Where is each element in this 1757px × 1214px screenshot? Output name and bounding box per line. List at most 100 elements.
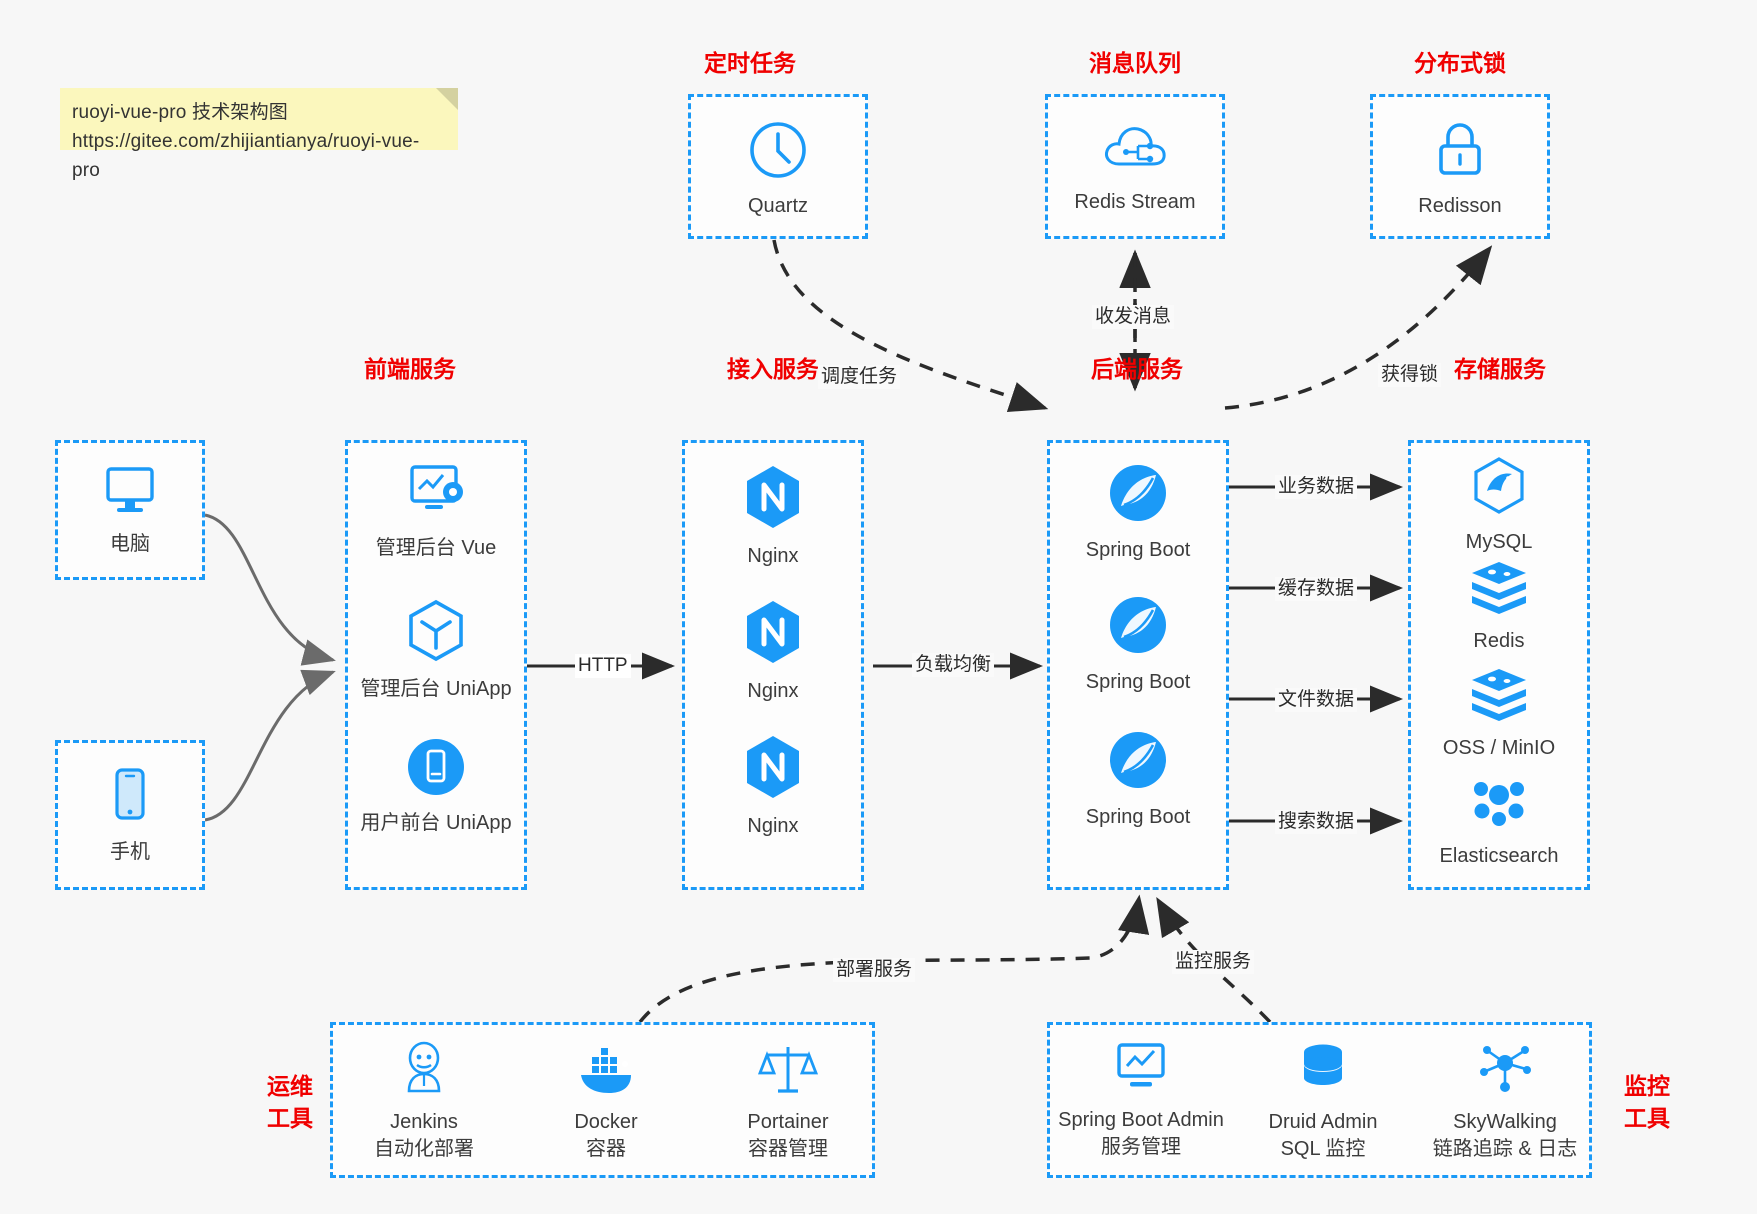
group-box-lock: Redisson [1370, 94, 1550, 239]
node-springboot-2[interactable]: Spring Boot [1050, 593, 1226, 696]
nginx-icon [742, 598, 804, 671]
group-title-gateway: 接入服务 [727, 356, 819, 382]
node-oss-minio[interactable]: OSS / MinIO [1411, 665, 1587, 762]
note-fold-icon [436, 88, 458, 110]
nginx-icon [742, 463, 804, 536]
group-title-devops-line2: 工具 [267, 1105, 313, 1131]
node-nginx-1[interactable]: Nginx [685, 463, 861, 570]
node-skywalking[interactable]: SkyWalking 链路追踪 & 日志 [1414, 1039, 1596, 1163]
edge-label-monitor-service: 监控服务 [1172, 950, 1255, 974]
node-label: Elasticsearch [1439, 845, 1559, 867]
cube-icon [405, 598, 467, 669]
spring-boot-icon [1106, 461, 1170, 530]
oss-icon [1468, 665, 1530, 728]
node-admin-uniapp[interactable]: 管理后台 UniApp [348, 598, 524, 703]
phone-icon [104, 765, 156, 832]
node-label: Spring Boot [1085, 806, 1191, 828]
node-label: Docker [574, 1111, 638, 1133]
group-box-monitor: Spring Boot Admin 服务管理 Druid Admin SQL 监… [1047, 1022, 1592, 1178]
node-label: Jenkins [390, 1111, 458, 1133]
group-title-monitor: 监控 工具 [1612, 1070, 1682, 1134]
node-label: 管理后台 UniApp [360, 678, 512, 700]
node-elasticsearch[interactable]: Elasticsearch [1411, 773, 1587, 870]
group-box-frontend: 管理后台 Vue 管理后台 UniApp 用户前台 UniApp [345, 440, 527, 890]
group-title-devops: 运维 工具 [255, 1070, 325, 1134]
skywalking-icon [1474, 1039, 1536, 1102]
jenkins-icon [395, 1039, 453, 1102]
note-title: ruoyi-vue-pro 技术架构图 [72, 102, 289, 123]
node-nginx-3[interactable]: Nginx [685, 733, 861, 840]
edge-label-search-data: 搜索数据 [1275, 810, 1358, 834]
node-user-uniapp[interactable]: 用户前台 UniApp [348, 736, 524, 837]
node-label: 手机 [110, 841, 150, 863]
group-box-client-desktop: 电脑 [55, 440, 205, 580]
node-label: MySQL [1465, 531, 1533, 553]
node-redis-stream[interactable]: Redis Stream [1048, 119, 1222, 216]
spring-boot-icon [1106, 593, 1170, 662]
edge-label-http: HTTP [575, 654, 631, 678]
node-springboot-3[interactable]: Spring Boot [1050, 728, 1226, 831]
diagram-note: ruoyi-vue-pro 技术架构图 https://gitee.com/zh… [60, 88, 458, 181]
dashboard-gear-icon [403, 461, 469, 528]
node-label: Nginx [747, 815, 799, 837]
mobile-round-icon [405, 736, 467, 803]
edge-label-cache-data: 缓存数据 [1275, 577, 1358, 601]
node-spring-boot-admin[interactable]: Spring Boot Admin 服务管理 [1050, 1039, 1232, 1161]
group-title-frontend: 前端服务 [364, 356, 456, 382]
node-jenkins[interactable]: Jenkins 自动化部署 [333, 1039, 515, 1163]
node-label: Redisson [1418, 195, 1502, 217]
clock-icon [747, 119, 809, 186]
node-label: Redis [1473, 630, 1525, 652]
group-title-lock: 分布式锁 [1414, 50, 1506, 76]
node-sublabel: 容器 [586, 1138, 626, 1160]
group-box-client-phone: 手机 [55, 740, 205, 890]
node-sublabel: 自动化部署 [374, 1138, 474, 1160]
node-sublabel: 容器管理 [748, 1138, 828, 1160]
group-box-scheduler: Quartz [688, 94, 868, 239]
group-title-scheduler: 定时任务 [704, 50, 796, 76]
node-label: 用户前台 UniApp [360, 812, 512, 834]
node-label: Nginx [747, 545, 799, 567]
node-label: 管理后台 Vue [375, 537, 497, 559]
node-sublabel: SQL 监控 [1280, 1138, 1366, 1160]
group-box-gateway: Nginx Nginx Nginx [682, 440, 864, 890]
group-box-mq: Redis Stream [1045, 94, 1225, 239]
node-nginx-2[interactable]: Nginx [685, 598, 861, 705]
node-label: Spring Boot [1085, 671, 1191, 693]
group-title-mq: 消息队列 [1089, 50, 1181, 76]
spring-boot-icon [1106, 728, 1170, 797]
node-admin-vue[interactable]: 管理后台 Vue [348, 461, 524, 562]
node-label: Spring Boot [1085, 539, 1191, 561]
node-druid-admin[interactable]: Druid Admin SQL 监控 [1232, 1039, 1414, 1163]
node-redis[interactable]: Redis [1411, 558, 1587, 655]
node-redisson[interactable]: Redisson [1373, 119, 1547, 220]
node-mysql[interactable]: MySQL [1411, 455, 1587, 556]
node-phone[interactable]: 手机 [58, 765, 202, 866]
group-title-monitor-line1: 监控 [1624, 1073, 1670, 1099]
node-sublabel: 服务管理 [1101, 1136, 1181, 1158]
node-desktop[interactable]: 电脑 [58, 463, 202, 558]
edge-label-schedule-task: 调度任务 [818, 365, 901, 389]
edge-label-acquire-lock: 获得锁 [1378, 363, 1442, 387]
node-springboot-1[interactable]: Spring Boot [1050, 461, 1226, 564]
docker-icon [575, 1039, 637, 1102]
node-label: Redis Stream [1074, 191, 1196, 213]
group-box-storage: MySQL Redis [1408, 440, 1590, 890]
node-portainer[interactable]: Portainer 容器管理 [697, 1039, 879, 1163]
edge-label-load-balance: 负载均衡 [912, 653, 995, 677]
nginx-icon [742, 733, 804, 806]
edge-label-deploy-service: 部署服务 [833, 958, 916, 982]
node-label: Spring Boot Admin [1058, 1109, 1224, 1131]
monitor-screen-icon [1110, 1039, 1172, 1100]
lock-icon [1431, 119, 1489, 186]
database-icon [1294, 1039, 1352, 1102]
node-quartz[interactable]: Quartz [691, 119, 865, 220]
desktop-icon [99, 463, 161, 524]
portainer-icon [757, 1039, 819, 1102]
node-docker[interactable]: Docker 容器 [515, 1039, 697, 1163]
redis-icon [1468, 558, 1530, 621]
mysql-icon [1470, 455, 1528, 522]
group-box-devops: Jenkins 自动化部署 Docker 容器 [330, 1022, 875, 1178]
node-label: 电脑 [110, 533, 150, 555]
elasticsearch-icon [1468, 773, 1530, 836]
